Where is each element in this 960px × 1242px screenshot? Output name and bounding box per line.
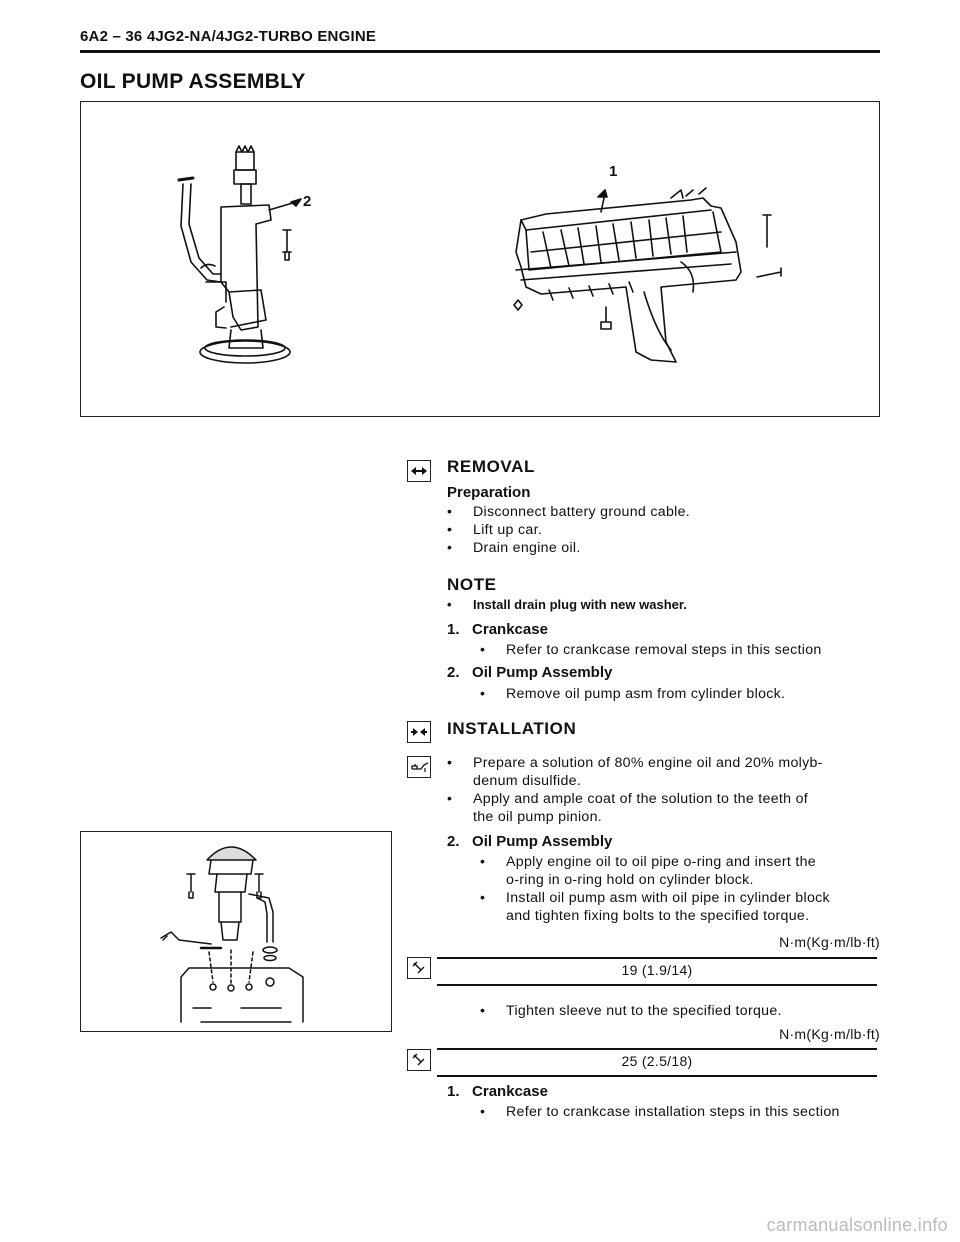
installation-intro-list: •Prepare a solution of 80% engine oil an…	[447, 754, 880, 826]
list-item: •Apply engine oil to oil pipe o-ring and…	[480, 854, 816, 888]
installation-step-2-list: •Apply engine oil to oil pipe o-ring and…	[480, 853, 880, 925]
oil-can-icon	[407, 756, 431, 778]
list-item: •Install oil pump asm with oil pipe in c…	[480, 890, 830, 924]
list-item: •Install drain plug with new washer.	[447, 597, 687, 612]
installation-arrows-icon	[407, 721, 431, 743]
page-header-title: 6A2 – 36 4JG2-NA/4JG2-TURBO ENGINE	[80, 28, 377, 45]
oil-pump-installation-drawing	[160, 846, 304, 1023]
installation-step-1-list: •Refer to crankcase installation steps i…	[480, 1103, 880, 1121]
callout-1: 1	[609, 163, 617, 180]
installation-step-2-heading: 2. Oil Pump Assembly	[447, 833, 613, 850]
torque-wrench-icon	[407, 957, 431, 979]
torque-table-bottom-rule	[437, 1075, 877, 1077]
section-title: OIL PUMP ASSEMBLY	[80, 70, 306, 93]
header-rule	[80, 50, 880, 53]
removal-step-2-list: •Remove oil pump asm from cylinder block…	[480, 685, 880, 703]
preparation-list: •Disconnect battery ground cable. •Lift …	[447, 503, 877, 557]
watermark: carmanualsonline.info	[766, 1215, 948, 1235]
torque-unit-label: N·m(Kg·m/lb·ft)	[779, 1026, 880, 1042]
note-heading: NOTE	[447, 575, 497, 594]
list-item: •Disconnect battery ground cable.	[447, 504, 691, 520]
sleeve-nut-list: •Tighten sleeve nut to the specified tor…	[480, 1002, 880, 1020]
list-item: •Apply and ample coat of the solution to…	[447, 791, 809, 825]
torque-value: 19 (1.9/14)	[621, 962, 693, 978]
oil-pump-exploded-figure: 2 1	[80, 101, 880, 417]
list-item: •Refer to crankcase removal steps in thi…	[480, 642, 822, 658]
list-item: •Remove oil pump asm from cylinder block…	[480, 686, 786, 702]
oil-pump-installation-figure	[80, 831, 392, 1032]
removal-arrows-icon	[407, 460, 431, 482]
torque-table-bottom-rule	[437, 984, 877, 986]
torque-table-top-rule	[437, 957, 877, 959]
note-list: •Install drain plug with new washer.	[447, 597, 687, 612]
removal-heading: REMOVAL	[447, 457, 535, 476]
list-item: •Refer to crankcase installation steps i…	[480, 1104, 840, 1120]
torque-table-top-rule	[437, 1048, 877, 1050]
list-item: •Drain engine oil.	[447, 540, 581, 556]
list-item: •Prepare a solution of 80% engine oil an…	[447, 755, 823, 789]
torque-value: 25 (2.5/18)	[621, 1053, 693, 1069]
removal-step-1-heading: 1. Crankcase	[447, 621, 548, 638]
list-item: •Tighten sleeve nut to the specified tor…	[480, 1003, 782, 1019]
preparation-heading: Preparation	[447, 484, 531, 501]
removal-step-2-heading: 2. Oil Pump Assembly	[447, 664, 613, 681]
torque-unit-label: N·m(Kg·m/lb·ft)	[779, 934, 880, 950]
callout-2: 2	[303, 193, 311, 210]
torque-wrench-icon	[407, 1049, 431, 1071]
oil-pump-and-crankcase-drawing: 2 1	[177, 145, 782, 364]
installation-heading: INSTALLATION	[447, 719, 577, 738]
installation-step-1-heading: 1. Crankcase	[447, 1083, 548, 1100]
list-item: •Lift up car.	[447, 522, 543, 538]
removal-step-1-list: •Refer to crankcase removal steps in thi…	[480, 641, 880, 659]
